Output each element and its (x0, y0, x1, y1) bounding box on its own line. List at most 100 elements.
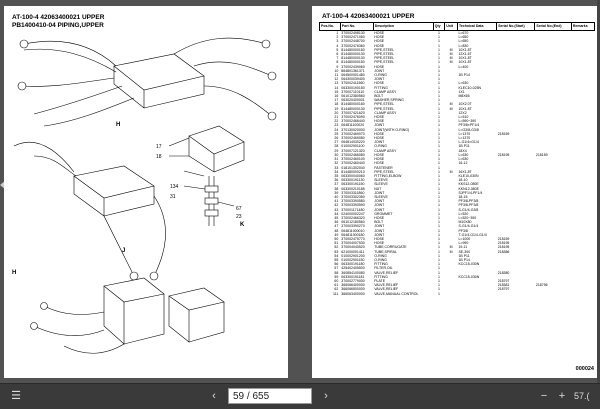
table-cell: 45 (334, 215, 339, 220)
table-cell: 25 (334, 131, 339, 136)
table-cell: 4 (336, 43, 339, 48)
table-cell: 1 (438, 39, 440, 44)
viewer-toolbar: ☰ ‹ 59 / 655 › − + 57.( (0, 383, 600, 409)
table-cell: 23 (334, 123, 339, 128)
table-cell: 18 (334, 102, 339, 107)
table-cell: 17 (334, 98, 339, 103)
table-cell: 370002460100 (341, 157, 365, 162)
table-cell: 064500001480 (341, 73, 365, 78)
table-cell: 24 (334, 127, 339, 132)
table-cell: SLEEVE (374, 182, 388, 187)
table-cell: 60 (334, 278, 339, 283)
table-cell: 43 (334, 207, 339, 212)
table-cell: 864801361371 (341, 68, 365, 73)
table-cell: 1 (438, 68, 440, 73)
table-cell: PIPE,STEEL (374, 56, 395, 61)
vertical-scrollbar[interactable] (597, 0, 600, 383)
table-cell: 370002498130 (341, 31, 365, 35)
table-cell: PIPE,STEEL (374, 52, 395, 57)
table-cell: BOLT (374, 220, 384, 225)
table-cell: 10X1.8T (458, 60, 472, 65)
table-cell: L=1370 (458, 136, 471, 141)
callout-17: 17 (156, 144, 162, 150)
table-cell: 5 (336, 47, 339, 52)
table-cell: 1 (438, 270, 440, 275)
table-cell: L=650 (458, 35, 469, 40)
table-cell: 34 (334, 169, 339, 174)
table-cell: 063300191150 (341, 182, 365, 187)
page-number-field[interactable]: 59 / 655 (228, 388, 312, 404)
table-cell: 59 (334, 274, 339, 279)
table-cell: 1 (438, 182, 440, 187)
table-cell: 370001171480 (341, 207, 365, 212)
table-cell: 370004007530 (341, 241, 365, 246)
table-cell: 28 (334, 144, 339, 149)
table-cell: 1 (438, 60, 440, 65)
table-cell: 62 (334, 287, 339, 292)
diagram-page: AT-100-4 42063400021 UPPER PB1400410-04 … (4, 6, 288, 378)
table-cell: PF3/8-PF3/8 (458, 199, 479, 204)
next-page-icon[interactable]: › (324, 390, 328, 402)
table-cell: HOSE (374, 43, 385, 48)
table-cell: L=1370 (458, 131, 471, 136)
table-cell: L-G1/4×G1/4 (458, 140, 479, 145)
table-cell: 1 (336, 31, 339, 35)
table-cell: HOSE (374, 157, 385, 162)
table-cell: 1 (438, 262, 440, 267)
table-cell: 814480000130 (341, 56, 365, 61)
column-header: Qty (432, 22, 446, 31)
table-cell: HOSE (374, 64, 385, 69)
table-cell: HOSE (374, 152, 385, 157)
callout-23: 23 (236, 214, 242, 220)
table-cell: 024000002247 (341, 211, 365, 216)
prev-page-icon[interactable]: ‹ (212, 390, 216, 402)
table-cell: 1 (438, 190, 440, 195)
table-cell: 218159 (535, 152, 548, 157)
zoom-level[interactable]: 57.( (574, 391, 590, 401)
zoom-out-icon[interactable]: − (540, 390, 548, 402)
sidebar-icon[interactable]: ☰ (11, 390, 21, 402)
table-cell: 49 (334, 232, 339, 237)
table-cell: 1 (438, 131, 440, 136)
table-cell: JOINT (374, 77, 385, 82)
column-header: Unit (444, 22, 458, 31)
document-viewport[interactable]: AT-100-4 42063400021 UPPER PB1400410-04 … (0, 0, 600, 383)
table-cell: 370002448700 (341, 39, 365, 44)
table-cell: 12 (334, 77, 339, 82)
table-cell: JOINT (374, 224, 385, 229)
table-cell: L=1000 (458, 236, 471, 241)
table-cell: 32 (334, 161, 339, 166)
zoom-in-icon[interactable]: + (558, 390, 566, 402)
table-cell: 370003390580 (341, 199, 365, 204)
table-cell: 38 (334, 186, 339, 191)
table-cell: 16-12 (458, 161, 468, 166)
table-cell: HOSE (374, 119, 385, 124)
table-cell: 1B P14 (458, 73, 470, 78)
table-cell: 1 (438, 161, 440, 166)
table-cell: 218386 (497, 249, 510, 254)
diagram-title: AT-100-4 42063400021 UPPER PB1400410-04 … (12, 14, 104, 30)
table-cell: 1 (438, 89, 440, 94)
table-cell: 061012180560 (341, 220, 365, 225)
table-cell: HOSE (374, 241, 385, 246)
table-cell: 621000001411 (341, 249, 365, 254)
table-cell: 1 (438, 77, 440, 82)
table-cell (457, 292, 496, 296)
previous-page-arrow-icon[interactable] (0, 180, 6, 190)
table-cell: L=630 (458, 157, 469, 162)
table-cell: 52 (334, 245, 339, 250)
table-cell: 18-10 (458, 178, 468, 183)
table-cell: 018101302040 (341, 165, 365, 170)
